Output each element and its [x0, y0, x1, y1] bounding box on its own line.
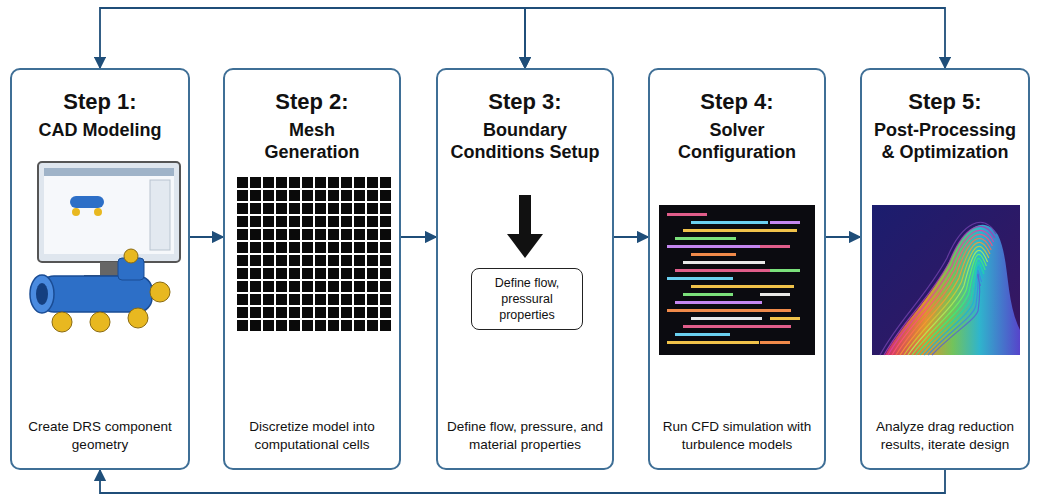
flow-arrow: [100, 470, 945, 493]
contour-line: [904, 246, 989, 355]
step-description: Define flow, pressure, and material prop…: [445, 418, 605, 454]
mesh-grid-part: [236, 176, 392, 332]
step-description: Create DRS component geometry: [19, 418, 181, 454]
contour-line: [892, 234, 992, 355]
contour-plot-part: [872, 205, 1020, 355]
step-header: Step 3: Boundary Conditions Setup: [442, 88, 608, 163]
step-description: Discretize model into computational cell…: [232, 418, 392, 454]
contour-plot: [872, 205, 1020, 355]
cad-illustration-part: [128, 308, 148, 328]
cad-illustration-part: [52, 312, 72, 332]
flow-arrow: [614, 236, 648, 238]
code-line: [683, 293, 733, 296]
process-step-box: Step 5: Post-Processing & OptimizationAna…: [860, 68, 1030, 470]
step-header: Step 2: Mesh Generation: [229, 88, 395, 163]
flow-arrow: [190, 236, 223, 238]
contour-plot-part: [885, 225, 1020, 355]
contour-line: [880, 222, 996, 355]
step-number: Step 4:: [654, 88, 820, 115]
mesh-grid: [236, 176, 392, 332]
property-text: Define flow, pressural properties: [476, 275, 578, 323]
contour-line: [932, 274, 980, 355]
cad-illustration-part: [94, 208, 102, 216]
flow-arrow: [100, 8, 525, 68]
cad-illustration-part: [150, 282, 170, 302]
cad-illustration-part: [44, 168, 174, 254]
step-number: Step 2:: [229, 88, 395, 115]
contour-line: [924, 266, 983, 355]
contour-line: [884, 226, 995, 355]
step-title: Solver Configuration: [662, 119, 812, 163]
step-title: CAD Modeling: [16, 119, 184, 141]
cad-illustration-part: [100, 262, 118, 276]
step-header: Step 5: Post-Processing & Optimization: [866, 88, 1024, 163]
step-number: Step 1:: [16, 88, 184, 115]
step-title: Post-Processing & Optimization: [870, 119, 1020, 163]
step-header: Step 1: CAD Modeling: [16, 88, 184, 141]
process-step-box: Step 1: CAD ModelingCreate DRS component …: [10, 68, 190, 470]
code-line: [667, 277, 733, 280]
code-line: [691, 285, 794, 288]
code-line: [667, 213, 707, 216]
cad-illustration-part: [30, 275, 54, 313]
code-line: [770, 317, 800, 320]
cad-illustration-part: [40, 276, 152, 312]
cad-illustration-part: [72, 208, 80, 216]
code-line: [667, 245, 765, 248]
contour-line: [888, 230, 994, 355]
step-title: Boundary Conditions Setup: [442, 119, 608, 163]
code-screen-part: [659, 205, 815, 355]
step-title: Mesh Generation: [247, 119, 377, 163]
code-line: [675, 237, 736, 240]
code-line: [675, 301, 762, 304]
cad-illustration-part: [44, 168, 174, 176]
down-arrow-symbol-part: [507, 234, 543, 258]
down-arrow-symbol: [507, 195, 543, 258]
flow-arrow: [525, 8, 945, 68]
cad-illustration-part: [124, 249, 138, 263]
code-line: [683, 325, 791, 328]
code-line: [683, 229, 797, 232]
process-step-box: Step 2: Mesh GenerationDiscretize model i…: [223, 68, 401, 470]
contour-line: [896, 238, 991, 355]
code-line: [691, 317, 762, 320]
cad-illustration: [30, 162, 180, 332]
code-line: [675, 333, 730, 336]
flow-arrow: [826, 236, 860, 238]
cad-illustration-part: [38, 162, 180, 262]
process-step-box: Step 4: Solver ConfigurationRun CFD simul…: [648, 68, 826, 470]
step-number: Step 3:: [442, 88, 608, 115]
code-line: [770, 269, 800, 272]
down-arrow-symbol-part: [519, 195, 531, 235]
step-number: Step 5:: [866, 88, 1024, 115]
cad-illustration-part: [90, 312, 110, 332]
flow-arrow: [401, 236, 436, 238]
contour-line: [928, 270, 982, 355]
cad-illustration-part: [150, 180, 170, 250]
contour-line: [920, 262, 984, 355]
code-line: [760, 245, 790, 248]
contour-line: [908, 250, 988, 355]
code-line: [760, 293, 790, 296]
cad-illustration-part: [70, 196, 104, 208]
code-screen: [659, 205, 815, 355]
step-description: Analyze drag reduction results, iterate …: [869, 418, 1021, 454]
step-header: Step 4: Solver Configuration: [654, 88, 820, 163]
cad-illustration-part: [36, 283, 48, 305]
step-description: Run CFD simulation with turbulence model…: [657, 418, 817, 454]
code-line: [683, 261, 765, 264]
code-line: [667, 309, 791, 312]
code-line: [691, 221, 768, 224]
contour-line: [900, 242, 990, 355]
contour-line: [912, 254, 986, 355]
code-line: [667, 341, 759, 344]
code-line: [770, 221, 800, 224]
code-line: [760, 341, 790, 344]
code-line: [691, 253, 736, 256]
contour-line: [916, 258, 985, 355]
process-step-box: Step 3: Boundary Conditions SetupDefine f…: [436, 68, 614, 470]
property-box: Define flow, pressural properties: [471, 268, 583, 330]
